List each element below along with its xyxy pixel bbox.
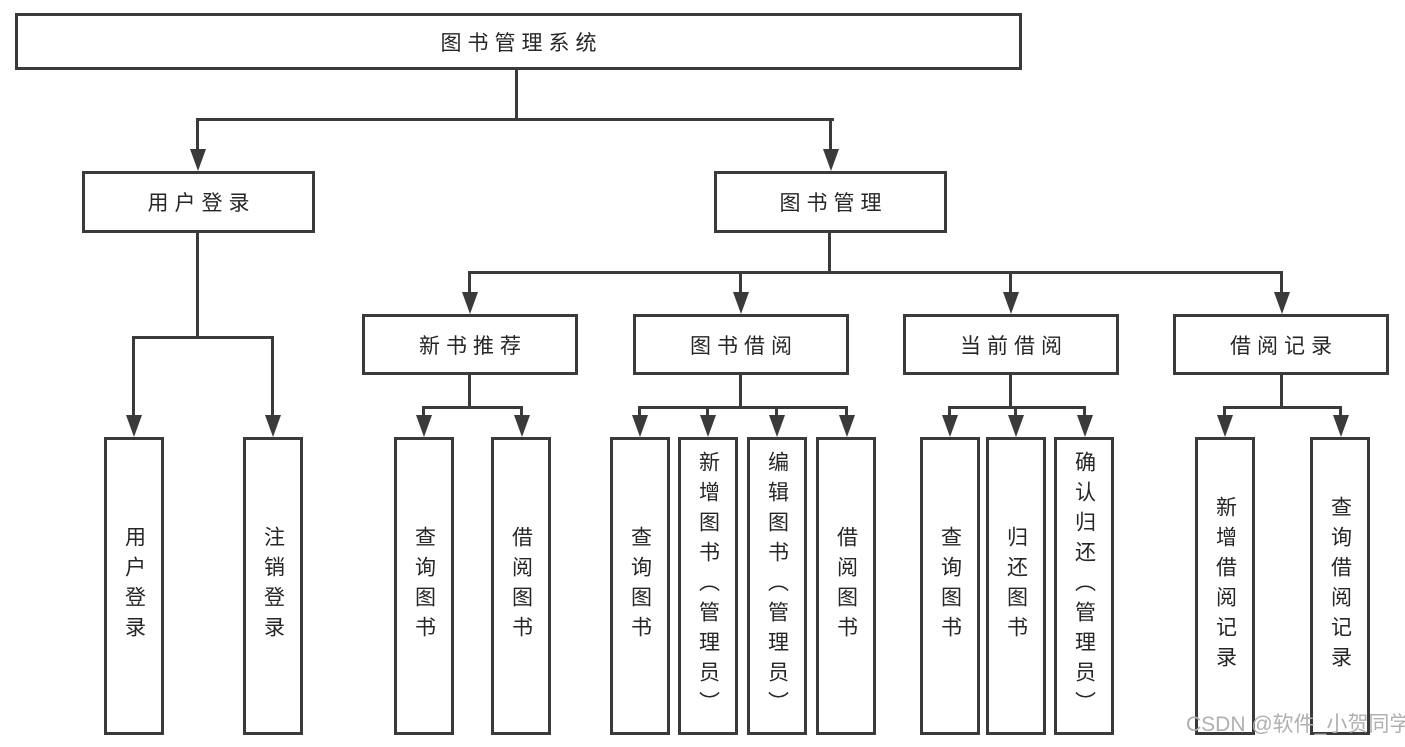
connector-line: [829, 118, 832, 154]
node-label: 查询借阅记录: [1328, 496, 1352, 676]
connector-line: [775, 406, 778, 420]
node-borrow-records: 借阅记录: [1173, 314, 1389, 375]
leaf-borrow-books-borrowing: 借阅图书: [816, 437, 876, 735]
connector-line: [1280, 375, 1283, 409]
node-label: 新书推荐: [419, 334, 527, 358]
arrowhead-down: [1003, 292, 1019, 314]
leaf-query-books-borrowing: 查询图书: [610, 437, 670, 735]
node-label: 借阅图书: [834, 526, 858, 646]
connector-line: [739, 375, 742, 409]
connector-line: [1223, 406, 1342, 409]
node-label: 编辑图书（管理员）: [765, 451, 789, 721]
arrowhead-down: [126, 415, 142, 437]
leaf-logout-login: 注销登录: [243, 437, 303, 735]
leaf-edit-books-admin: 编辑图书（管理员）: [747, 437, 807, 735]
node-new-book-recommendation: 新书推荐: [362, 314, 578, 375]
connector-line: [468, 375, 471, 409]
node-label: 新增借阅记录: [1213, 496, 1237, 676]
leaf-return-books: 归还图书: [986, 437, 1046, 735]
connector-line: [638, 406, 848, 409]
node-label: 当前借阅: [960, 334, 1068, 358]
node-current-borrowing: 当前借阅: [903, 314, 1119, 375]
arrowhead-down: [1077, 415, 1093, 437]
connector-line: [1223, 406, 1226, 420]
leaf-query-borrow-record: 查询借阅记录: [1310, 437, 1370, 735]
connector-line: [132, 336, 135, 421]
arrowhead-down: [514, 415, 530, 437]
node-label: 用户登录: [147, 192, 256, 215]
connector-line: [948, 406, 951, 420]
arrowhead-down: [1008, 415, 1024, 437]
connector-line: [828, 233, 831, 274]
node-library-system: 图书管理系统: [15, 13, 1022, 70]
node-label: 借阅图书: [509, 526, 533, 646]
node-label: 查询图书: [412, 526, 436, 646]
node-label: 归还图书: [1004, 526, 1028, 646]
leaf-query-books-current: 查询图书: [920, 437, 980, 735]
connector-line: [1083, 406, 1086, 420]
connector-line: [422, 406, 523, 409]
node-label: 图书借阅: [690, 334, 798, 358]
connector-line: [1014, 406, 1017, 420]
arrowhead-down: [700, 415, 716, 437]
node-book-borrowing: 图书借阅: [633, 314, 849, 375]
node-label: 用户登录: [122, 526, 146, 646]
connector-line: [739, 271, 742, 297]
leaf-confirm-return-admin: 确认归还（管理员）: [1054, 437, 1114, 735]
connector-line: [468, 271, 471, 297]
connector-line: [638, 406, 641, 420]
node-user-login: 用户登录: [82, 171, 315, 233]
connector-line: [196, 233, 199, 339]
node-book-management: 图书管理: [714, 171, 947, 233]
connector-line: [1009, 271, 1012, 297]
connector-line: [1339, 406, 1342, 420]
arrowhead-down: [942, 415, 958, 437]
connector-line: [422, 406, 425, 420]
leaf-user-login: 用户登录: [104, 437, 164, 735]
node-label: 查询图书: [938, 526, 962, 646]
arrowhead-down: [733, 292, 749, 314]
node-label: 新增图书（管理员）: [696, 451, 720, 721]
connector-line: [706, 406, 709, 420]
connector-line: [196, 118, 199, 154]
connector-line: [1280, 271, 1283, 297]
arrowhead-down: [839, 415, 855, 437]
arrowhead-down: [190, 149, 206, 171]
connector-line: [468, 271, 1283, 274]
connector-line: [1009, 375, 1012, 409]
leaf-borrow-books-recommend: 借阅图书: [491, 437, 551, 735]
leaf-query-books-recommend: 查询图书: [394, 437, 454, 735]
connector-line: [520, 406, 523, 420]
node-label: 注销登录: [261, 526, 285, 646]
arrowhead-down: [416, 415, 432, 437]
leaf-add-borrow-record: 新增借阅记录: [1195, 437, 1255, 735]
connector-line: [271, 336, 274, 421]
connector-line: [515, 68, 518, 121]
arrowhead-down: [462, 292, 478, 314]
arrowhead-down: [1333, 415, 1349, 437]
connector-line: [132, 336, 274, 339]
connector-line: [845, 406, 848, 420]
node-label: 查询图书: [628, 526, 652, 646]
arrowhead-down: [1274, 292, 1290, 314]
arrowhead-down: [1217, 415, 1233, 437]
arrowhead-down: [632, 415, 648, 437]
connector-line: [196, 118, 834, 121]
arrowhead-down: [769, 415, 785, 437]
node-label: 图书管理: [779, 192, 888, 215]
connector-line: [948, 406, 1086, 409]
leaf-add-books-admin: 新增图书（管理员）: [678, 437, 738, 735]
node-label: 确认归还（管理员）: [1072, 451, 1096, 721]
arrowhead-down: [265, 415, 281, 437]
watermark-text: CSDN @软件_小贺同学: [1186, 713, 1405, 736]
node-label: 借阅记录: [1230, 334, 1338, 358]
node-label: 图书管理系统: [440, 31, 603, 55]
arrowhead-down: [823, 149, 839, 171]
